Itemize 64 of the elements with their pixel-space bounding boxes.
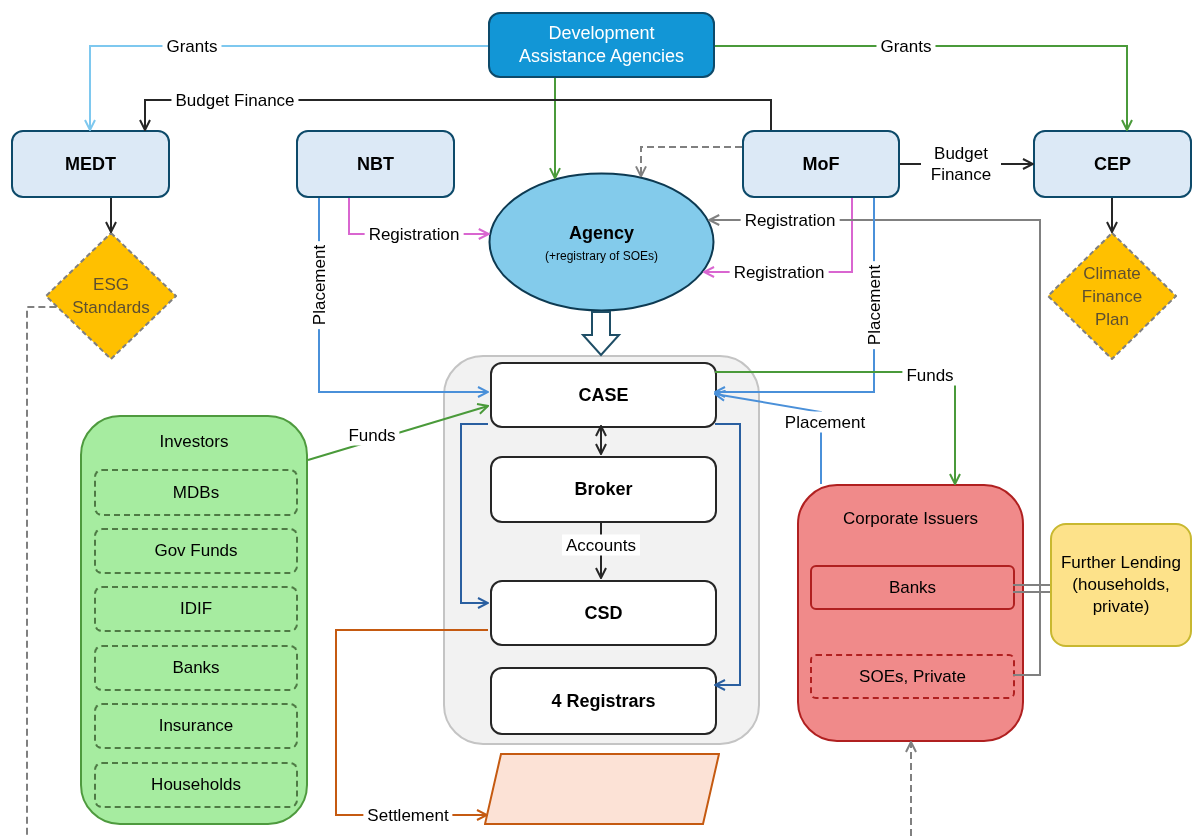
node-label: Agency: [568, 221, 635, 245]
arrow: [84, 45, 489, 131]
arrow: [549, 77, 561, 180]
arrow: [1106, 197, 1118, 233]
connector-line: [26, 306, 58, 838]
arrow: [460, 423, 489, 609]
dashed-box: [94, 762, 298, 808]
process-box: [11, 130, 170, 198]
ellipse-node: [488, 172, 715, 312]
process-box: [490, 362, 717, 428]
arrow: [714, 423, 741, 691]
decision-diamond: [45, 232, 177, 360]
arrow: [635, 146, 743, 178]
decision-diamond: [1047, 232, 1177, 360]
dashed-box: [94, 528, 298, 574]
group-container: [443, 355, 760, 745]
node-label: Banks: [887, 576, 938, 599]
process-box: [1033, 130, 1192, 198]
process-box: [742, 130, 900, 198]
node-label: Development Assistance Agencies: [517, 22, 686, 68]
node-label: MEDT: [64, 152, 117, 176]
parallelogram-box: [484, 753, 720, 825]
node-label: MoF: [801, 152, 841, 176]
process-box: [488, 12, 715, 78]
rounded-box: [1050, 523, 1192, 647]
node-label: CASE: [577, 383, 630, 407]
group-container: [797, 484, 1024, 742]
node-label: CEP: [1093, 152, 1132, 176]
process-box: [490, 580, 717, 646]
node-label: Gov Funds: [153, 540, 239, 563]
node-label: Climate Finance Plan: [1080, 262, 1144, 331]
process-box: [810, 565, 1015, 610]
dashed-box: [94, 586, 298, 632]
node-label: Banks: [171, 657, 221, 680]
dashed-box: [94, 469, 298, 516]
node-label: Households: [150, 774, 242, 797]
node-label: MDBs: [171, 481, 221, 504]
dashed-box: [94, 645, 298, 691]
node-label: Insurance: [157, 715, 235, 738]
arrow: [714, 45, 1133, 131]
node-label: ESG Standards: [71, 274, 151, 319]
node-label: Further Lending (households, private): [1060, 552, 1182, 618]
group-container: [80, 415, 308, 825]
process-box: [296, 130, 455, 198]
arrow: [714, 389, 822, 485]
node-label: Investors: [158, 431, 230, 453]
edge-label: Accounts: [562, 534, 640, 556]
node-sublabel: (+registrary of SOEs): [544, 247, 659, 265]
arrow: [905, 741, 917, 837]
arrow: [595, 425, 607, 455]
node-label: Corporate Issuers: [841, 508, 980, 530]
dashed-box: [810, 654, 1015, 699]
node-label: Broker: [573, 478, 634, 501]
arrow: [105, 197, 117, 233]
block-arrow: [580, 311, 622, 357]
node-label: 4 Registrars: [550, 689, 657, 713]
process-box: [490, 456, 717, 523]
dashed-box: [94, 703, 298, 749]
process-box: [490, 667, 717, 735]
node-label: NBT: [356, 152, 395, 176]
node-label: IDIF: [178, 598, 214, 621]
node-label: SOEs, Private: [858, 665, 967, 688]
connector-line: [1012, 584, 1051, 593]
node-label: CSD: [583, 601, 624, 625]
